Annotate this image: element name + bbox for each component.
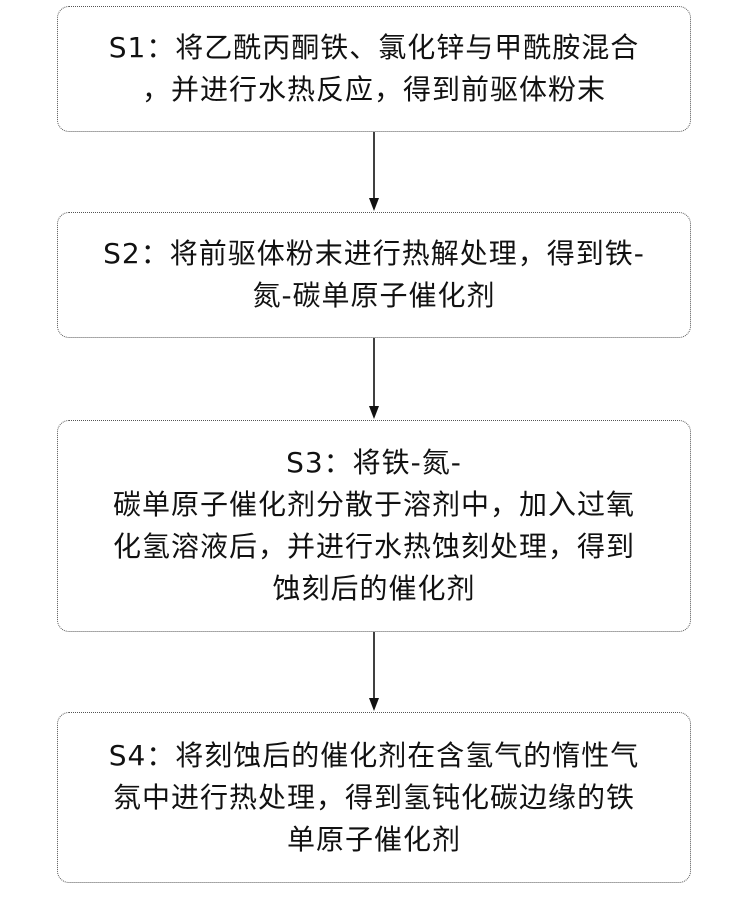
arrow-s3-to-s4: [364, 632, 384, 712]
step-s1-line-2: ，并进行水热反应，得到前驱体粉末: [142, 69, 606, 111]
step-box-s2: S2：将前驱体粉末进行热解处理，得到铁- 氮-碳单原子催化剂: [57, 212, 691, 338]
step-s3-line-2: 碳单原子催化剂分散于溶剂中，加入过氧: [113, 484, 635, 526]
step-box-s3: S3：将铁-氮- 碳单原子催化剂分散于溶剂中，加入过氧 化氢溶液后，并进行水热蚀…: [57, 420, 691, 632]
arrow-s2-to-s3: [364, 338, 384, 420]
step-s3-line-3: 化氢溶液后，并进行水热蚀刻处理，得到: [113, 526, 635, 568]
step-s4-line-2: 氛中进行热处理，得到氢钝化碳边缘的铁: [113, 777, 635, 819]
step-s3-line-4: 蚀刻后的催化剂: [272, 568, 475, 610]
step-box-s4: S4：将刻蚀后的催化剂在含氢气的惰性气 氛中进行热处理，得到氢钝化碳边缘的铁 单…: [57, 712, 691, 883]
arrow-s1-to-s2: [364, 132, 384, 212]
step-s3-line-1: S3：将铁-氮-: [286, 442, 462, 484]
step-s4-line-3: 单原子催化剂: [287, 819, 461, 861]
step-s1-line-1: S1：将乙酰丙酮铁、氯化锌与甲酰胺混合: [109, 27, 640, 69]
step-s2-line-2: 氮-碳单原子催化剂: [252, 275, 495, 317]
step-box-s1: S1：将乙酰丙酮铁、氯化锌与甲酰胺混合 ，并进行水热反应，得到前驱体粉末: [57, 6, 691, 132]
step-s2-line-1: S2：将前驱体粉末进行热解处理，得到铁-: [103, 233, 645, 275]
step-s4-line-1: S4：将刻蚀后的催化剂在含氢气的惰性气: [109, 735, 640, 777]
